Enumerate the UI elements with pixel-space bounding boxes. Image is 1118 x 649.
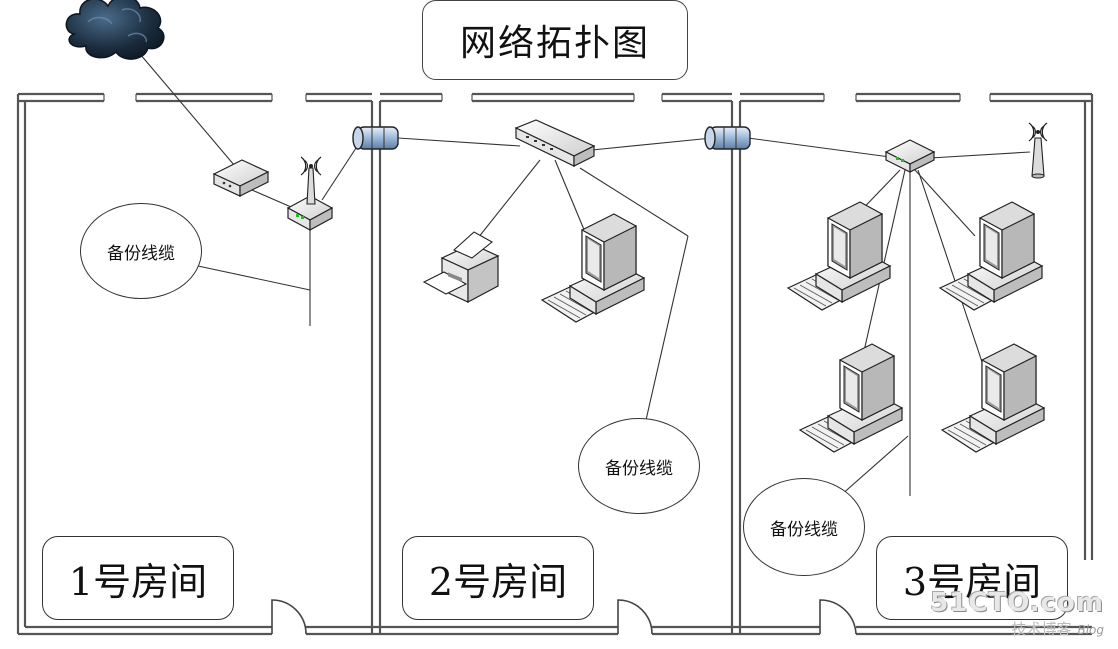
network-cables <box>139 53 1031 497</box>
cable-switch-pc <box>554 159 586 233</box>
cable-router-connector-1 <box>321 141 361 201</box>
wireless-router-icon <box>286 156 334 232</box>
cable-connector-icon <box>704 126 751 150</box>
backup-label-leader-1 <box>197 265 311 291</box>
desktop-computer-icon <box>939 201 1043 311</box>
backup-cable-label-room-2: 备份线缆 <box>578 418 700 514</box>
backup-cable-label-room-1: 备份线缆 <box>80 203 202 299</box>
watermark: 51CTO.com 技术博客 Blog <box>930 590 1104 639</box>
backup-cable-label-room-3: 备份线缆 <box>743 478 865 576</box>
desktop-computer-icon <box>941 343 1045 453</box>
wireless-access-point-icon <box>1028 122 1048 179</box>
watermark-sub-text: 技术博客 <box>1011 620 1072 638</box>
desktop-computer-icon <box>541 213 645 323</box>
printer-icon <box>422 231 500 303</box>
watermark-blog: Blog <box>1077 623 1104 637</box>
network-switch-icon <box>884 139 936 173</box>
desktop-computer-icon <box>799 343 903 453</box>
modem-icon <box>212 159 270 197</box>
backup-cable-room-2 <box>579 167 689 237</box>
door-room-2 <box>617 599 653 635</box>
backup-label-leader-3 <box>839 435 909 497</box>
room-1-label: 1号房间 <box>42 536 234 620</box>
room-3-label: 3号房间 <box>876 536 1068 620</box>
cable-switch-printer <box>469 159 541 249</box>
cable-internet-modem <box>139 53 241 173</box>
door-room-1 <box>271 599 307 635</box>
door-room-3 <box>819 599 857 635</box>
cable-connector-switch <box>397 137 521 147</box>
cable-connector-switch-3 <box>747 137 891 158</box>
cable-switch-connector-2 <box>591 137 713 151</box>
room-2-label: 2号房间 <box>402 536 594 620</box>
watermark-sub: 技术博客 Blog <box>930 618 1104 639</box>
diagram-title: 网络拓扑图 <box>422 0 688 80</box>
cable-connector-icon <box>352 126 399 150</box>
network-switch-icon <box>514 119 596 167</box>
cable-switch-ap <box>929 151 1031 159</box>
doors <box>271 599 857 635</box>
desktop-computer-icon <box>787 201 891 311</box>
cloud-icon <box>65 0 165 60</box>
backup-label-leader-2 <box>645 235 689 421</box>
building-walls <box>16 92 1094 636</box>
watermark-main: 51CTO.com <box>930 588 1104 618</box>
